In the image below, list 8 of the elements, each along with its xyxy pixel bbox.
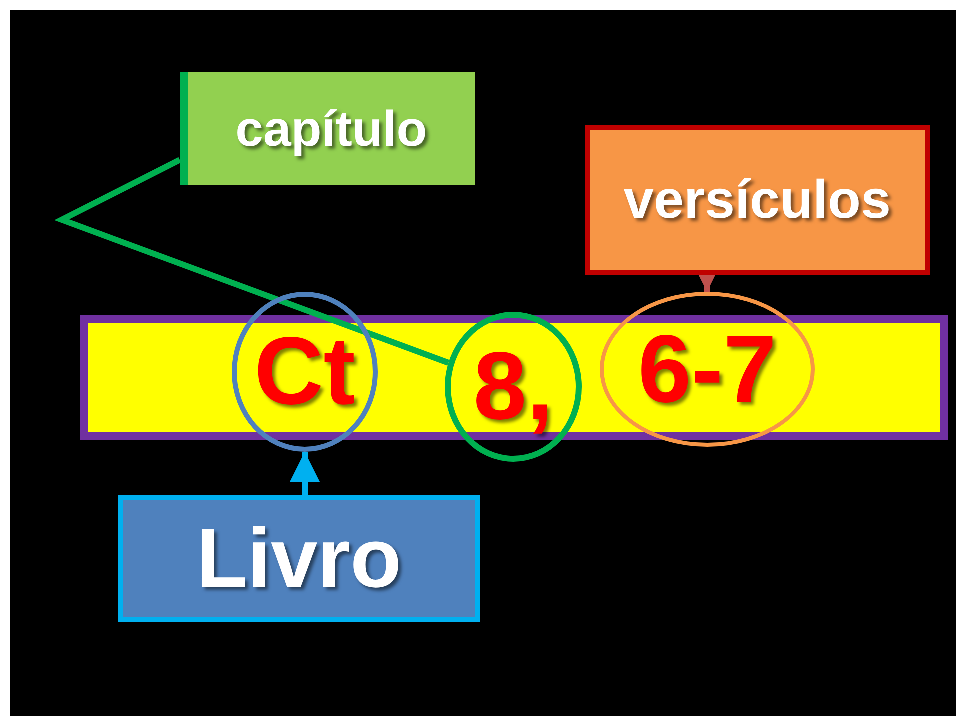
arrow	[290, 452, 320, 495]
circled-label: Ct	[232, 292, 378, 452]
leader-line	[54, 157, 450, 366]
callout-box: versículos	[585, 125, 930, 275]
circled-label: 6-7	[600, 292, 815, 447]
callout-box: capítulo	[180, 72, 475, 185]
circled-label: 8,	[445, 312, 582, 462]
callout-box: Livro	[118, 495, 480, 622]
